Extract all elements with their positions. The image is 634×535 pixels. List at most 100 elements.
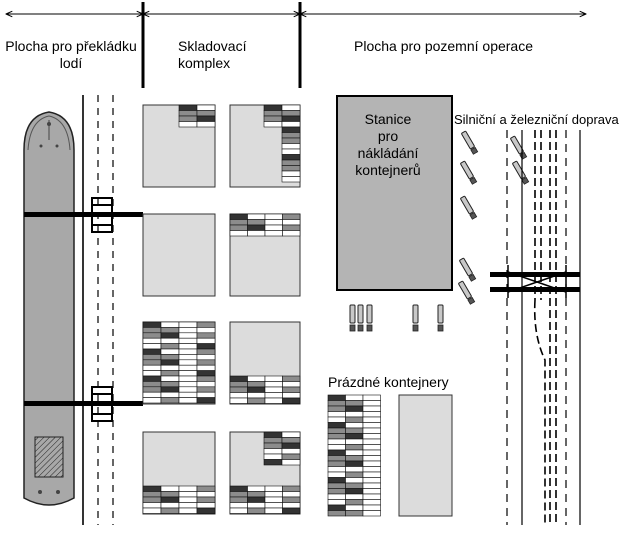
container (264, 496, 283, 503)
container (160, 337, 180, 344)
empty-block-plain (398, 394, 453, 517)
container (345, 422, 364, 429)
container (142, 397, 162, 404)
container (196, 104, 216, 111)
container (229, 213, 248, 220)
container (327, 455, 346, 462)
empty-containers-area (327, 394, 381, 517)
ship-bow-fitting (47, 122, 51, 126)
container (160, 386, 180, 393)
container (178, 327, 198, 334)
container (263, 442, 283, 449)
container (327, 488, 346, 495)
truck-angled (512, 160, 530, 185)
container (362, 427, 381, 434)
container (142, 496, 162, 503)
truck (357, 304, 364, 324)
station-label: Stanice pro nákládání kontejnerů (338, 111, 438, 179)
container (362, 416, 381, 423)
container (327, 482, 346, 489)
container (282, 381, 301, 388)
truck-body (512, 160, 526, 180)
station-label-line2: pro (377, 128, 399, 144)
container (178, 491, 198, 498)
truck-body (460, 160, 474, 180)
container (178, 321, 198, 328)
container (282, 219, 301, 226)
container (362, 438, 381, 445)
container (362, 510, 381, 517)
container (178, 502, 198, 509)
container (196, 381, 216, 388)
container (196, 485, 216, 492)
container (362, 504, 381, 511)
container (178, 110, 198, 117)
container (264, 502, 283, 509)
container (178, 364, 198, 371)
container (282, 386, 301, 393)
rail-switch-1 (533, 299, 546, 525)
container (142, 507, 162, 514)
zone-dimension-arrows (6, 2, 586, 88)
container (345, 499, 364, 506)
container (160, 370, 180, 377)
container (345, 438, 364, 445)
container (263, 431, 283, 438)
container (281, 137, 301, 144)
container (327, 405, 346, 412)
container (160, 491, 180, 498)
container (196, 507, 216, 514)
container (282, 230, 301, 237)
container (160, 502, 180, 509)
container (263, 115, 283, 122)
container (362, 449, 381, 456)
container (196, 375, 216, 382)
container (345, 482, 364, 489)
container (142, 370, 162, 377)
container (282, 502, 301, 509)
container (345, 471, 364, 478)
container (362, 471, 381, 478)
container (142, 343, 162, 350)
container (229, 219, 248, 226)
container (327, 493, 346, 500)
container (281, 154, 301, 161)
ship-bow-bollard-right (55, 144, 59, 148)
container (327, 449, 346, 456)
container (327, 438, 346, 445)
container (264, 230, 283, 237)
road-rail-label: Silniční a železniční doprava (454, 112, 619, 127)
container (263, 459, 283, 466)
container (247, 397, 266, 404)
container (160, 397, 180, 404)
container (362, 477, 381, 484)
truck-angled (460, 160, 478, 185)
container (282, 392, 301, 399)
container (263, 437, 283, 444)
truck (437, 304, 444, 324)
container (178, 115, 198, 122)
container (196, 491, 216, 498)
container (178, 359, 198, 366)
container (160, 327, 180, 334)
container (178, 370, 198, 377)
container (142, 391, 162, 398)
container (178, 386, 198, 393)
truck-cab (357, 324, 364, 332)
container (345, 460, 364, 467)
storage-block (142, 213, 216, 297)
quay-crane-top (24, 197, 143, 233)
container (345, 405, 364, 412)
container (281, 148, 301, 155)
container (281, 126, 301, 133)
container (264, 375, 283, 382)
container (345, 411, 364, 418)
road-rail (506, 130, 581, 525)
container (281, 448, 301, 455)
crane-frame-top (91, 197, 113, 233)
container (178, 397, 198, 404)
zone-label-storage-line2: komplex (178, 55, 231, 71)
container (178, 348, 198, 355)
container (327, 427, 346, 434)
